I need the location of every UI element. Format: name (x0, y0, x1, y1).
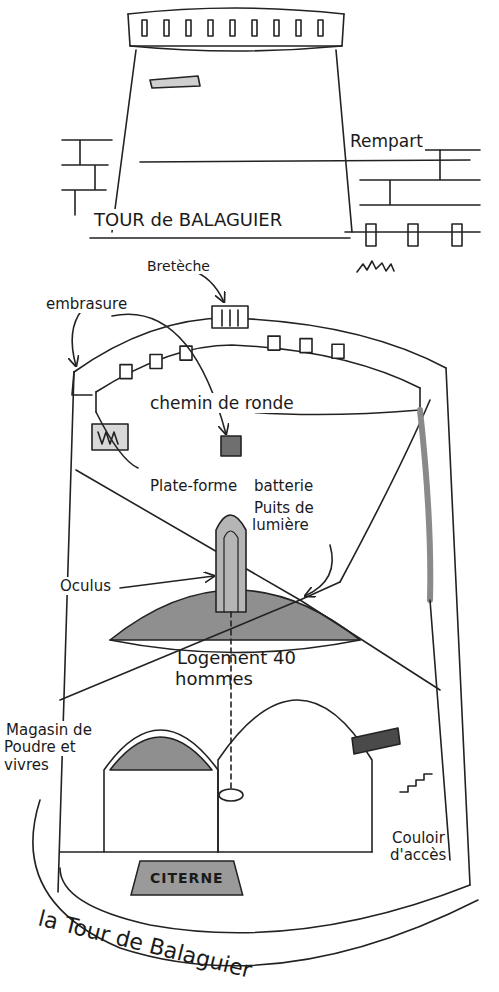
label-text: Puits de lumière (252, 499, 314, 534)
slit (318, 20, 323, 36)
label-text: TOUR de BALAGUIER (92, 209, 284, 230)
loophole (268, 336, 280, 350)
slit (142, 20, 147, 36)
slit (296, 20, 301, 36)
loophole (332, 344, 344, 358)
label-text: Couloir d'accès (390, 829, 448, 864)
label-text: Magasin de Poudre et vivres (4, 721, 92, 774)
part-label: Logement 40 hommes (175, 648, 305, 689)
part-label: embrasure (44, 296, 154, 313)
elevation-sketch (62, 8, 480, 272)
loophole (180, 346, 192, 360)
cutaway-tower (33, 306, 478, 966)
slit (208, 20, 213, 36)
part-label: Bretèche (145, 258, 255, 274)
label-text: Plate-forme (148, 477, 239, 495)
label-text: batterie (252, 477, 315, 495)
part-label: Oculus (58, 578, 128, 595)
loophole (150, 354, 162, 368)
label-text: Logement 40 hommes (175, 647, 296, 689)
leader-lines (72, 270, 332, 596)
part-label: chemin de ronde (148, 394, 308, 414)
label-text: Rempart (348, 131, 425, 151)
loophole (120, 365, 132, 379)
slit (186, 20, 191, 36)
part-label: Plate-forme (148, 478, 258, 495)
part-label: la Tour de Balaguier (34, 905, 428, 992)
part-label: TOUR de BALAGUIER (92, 210, 362, 231)
part-label: Puits de lumière (252, 500, 344, 535)
part-label: Magasin de Poudre et vivres (4, 722, 104, 774)
label-text: Oculus (58, 577, 113, 595)
label-text: embrasure (44, 295, 129, 313)
cistern-fill (131, 861, 243, 895)
slit (164, 20, 169, 36)
part-label: Couloir d'accès (390, 830, 495, 865)
label-text: Bretèche (145, 258, 212, 274)
node-text: CITERNE (130, 860, 244, 886)
slit (252, 20, 257, 36)
loophole (300, 339, 312, 353)
label-text: la Tour de Balaguier (34, 905, 256, 983)
part-label: batterie (252, 478, 332, 495)
slit (274, 20, 279, 36)
label-text: chemin de ronde (148, 393, 296, 413)
part-label: Rempart (348, 132, 488, 152)
slit (230, 20, 235, 36)
cistern-shape: CITERNE (130, 860, 244, 896)
